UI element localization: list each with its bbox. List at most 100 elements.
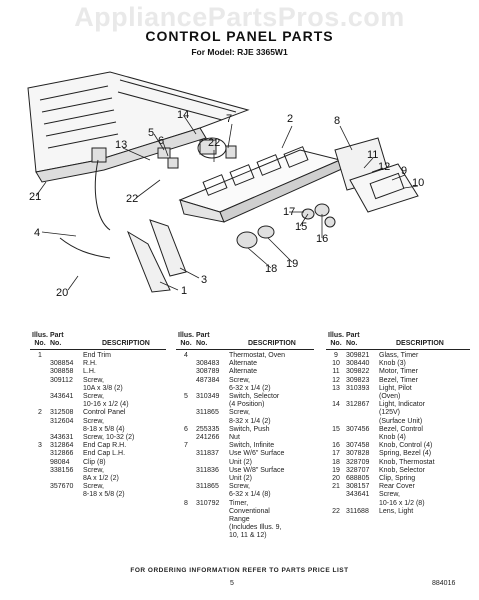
part-description: Unit (2) — [229, 475, 252, 482]
part-number: 311837 — [196, 450, 219, 458]
part-number: 328707 — [346, 466, 370, 474]
header-desc: DESCRIPTION — [248, 340, 296, 347]
part-number: 311865 — [196, 483, 219, 491]
page-title: CONTROL PANEL PARTS — [145, 28, 334, 44]
part-number: 688805 — [346, 475, 370, 482]
part-description: Control Panel — [83, 409, 126, 417]
callout: 10 — [412, 177, 424, 189]
callout: 14 — [177, 109, 189, 121]
part-description: End Cap L.H. — [83, 450, 126, 458]
part-description: (125V) — [379, 409, 401, 417]
header-rule — [176, 349, 314, 350]
part-description: Spring, Bezel (4) — [379, 450, 432, 458]
callout: 11 — [367, 149, 378, 161]
part-description: Screw, 10-32 (2) — [83, 434, 135, 441]
part-number: 255335 — [196, 425, 220, 433]
illus-number: 4 — [184, 352, 188, 359]
part-description: End Trim — [83, 352, 112, 359]
part-description: Alternate — [229, 368, 258, 376]
part-number: 312867 — [346, 401, 370, 409]
wire-shapes — [59, 159, 111, 259]
exploded-parts-diagram: 1 2 3 4 5 6 7 8 9 10 11 12 13 14 15 16 1… — [27, 71, 424, 299]
part-number: 307456 — [346, 425, 370, 433]
illus-number: 8 — [184, 499, 188, 507]
part-description: 6-32 x 1/4 (8) — [229, 491, 271, 499]
part-number: 311688 — [346, 507, 369, 515]
ordering-note: FOR ORDERING INFORMATION REFER TO PARTS … — [130, 567, 349, 574]
part-description: Nut — [229, 434, 240, 441]
callout: 21 — [29, 191, 41, 203]
callout: 1 — [181, 285, 187, 297]
part-number: 307828 — [346, 450, 370, 458]
illus-number: 13 — [332, 384, 340, 392]
part-number: 310792 — [196, 499, 220, 507]
part-number: 343631 — [50, 434, 74, 441]
part-number: 357670 — [50, 483, 74, 491]
callout: 6 — [158, 135, 164, 147]
page-number: 5 — [230, 580, 234, 587]
part-description: Clip, Spring — [379, 475, 416, 482]
part-description: 8-18 x 5/8 (2) — [83, 491, 125, 499]
callout: 16 — [316, 233, 328, 245]
part-number: 311836 — [196, 466, 219, 474]
part-description: Use W/8" Surface — [229, 466, 285, 474]
callout: 18 — [265, 263, 277, 275]
illus-number: 2 — [38, 409, 42, 417]
timer-shape — [334, 137, 419, 213]
part-description: Knob, Thermostat — [379, 458, 435, 466]
part-description: 8-18 x 5/8 (4) — [83, 425, 125, 433]
callout: 22 — [126, 193, 138, 205]
illus-number: 16 — [332, 442, 340, 450]
part-number: 343641 — [346, 491, 370, 499]
callout: 7 — [226, 113, 232, 125]
part-description: L.H. — [83, 368, 96, 376]
part-description: Knob (3) — [379, 360, 406, 368]
part-description: Switch, Infinite — [229, 442, 275, 450]
part-description: 10-16 x 1/2 (4) — [83, 401, 129, 409]
part-description: Switch, Selector — [229, 393, 280, 400]
illus-number: 19 — [332, 466, 340, 474]
part-description: Motor, Timer — [379, 368, 418, 376]
leader-lines — [35, 115, 419, 291]
part-number: 328709 — [346, 458, 370, 466]
part-description: 10, 11 & 12) — [229, 532, 267, 540]
part-number: 308157 — [346, 483, 370, 491]
callout: 2 — [287, 113, 293, 125]
part-description: Conventional — [229, 507, 270, 515]
part-number: 487384 — [196, 376, 220, 384]
part-description: Thermostat, Oven — [229, 352, 286, 359]
part-number: 310349 — [196, 393, 220, 400]
part-description: 10-16 x 1/2 (8) — [379, 499, 425, 507]
part-description: Range — [229, 516, 250, 523]
illus-number: 14 — [332, 401, 340, 409]
callout: 12 — [378, 161, 390, 173]
part-description: R.H. — [83, 360, 97, 368]
part-description: Screw, — [83, 483, 105, 491]
illus-number: 11 — [332, 368, 340, 376]
callout: 5 — [148, 127, 154, 139]
part-description: Lens, Light — [379, 507, 414, 515]
part-description: Switch, Push — [229, 425, 270, 433]
knob-shapes — [236, 203, 336, 249]
callout: 8 — [334, 115, 340, 127]
part-number: 307458 — [346, 442, 370, 450]
part-number: 309822 — [346, 368, 370, 376]
callout-labels: 1 2 3 4 5 6 7 8 9 10 11 12 13 14 15 16 1… — [29, 109, 424, 299]
part-description: (Surface Unit) — [379, 417, 423, 425]
illus-number: 18 — [332, 458, 340, 466]
part-number: 311865 — [196, 409, 219, 417]
part-description: (Includes Illus. 9, — [229, 524, 282, 532]
part-number: 308854 — [50, 360, 74, 368]
callout: 19 — [286, 258, 298, 270]
part-number: 308440 — [346, 360, 370, 368]
part-number: 309823 — [346, 376, 370, 384]
header-illus: Illus.No. — [32, 332, 48, 347]
illus-number: 5 — [184, 393, 188, 400]
illus-number: 22 — [332, 507, 340, 515]
part-description: Clip (8) — [83, 458, 106, 466]
switch-shapes — [91, 137, 237, 169]
header-illus: Illus.No. — [328, 332, 344, 347]
part-number: 309112 — [50, 376, 73, 384]
